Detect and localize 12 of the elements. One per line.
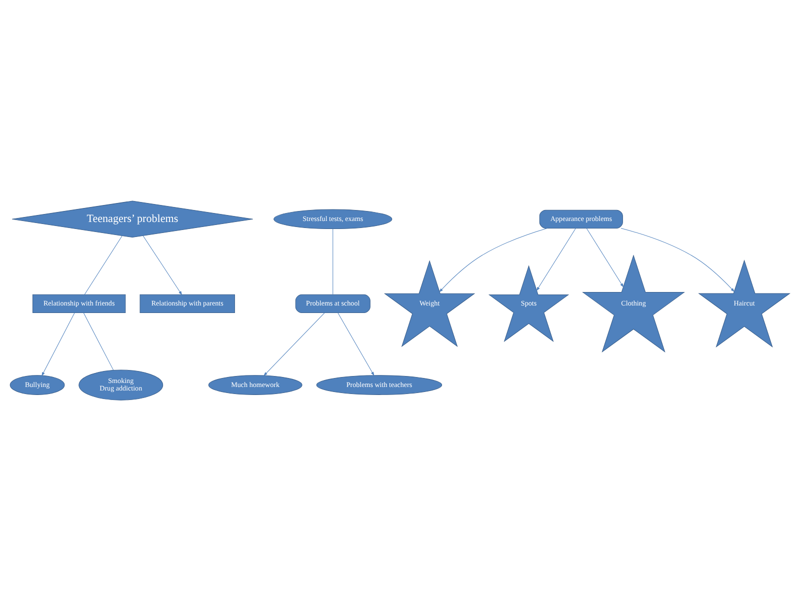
arrow [439, 227, 548, 292]
arrow [620, 227, 735, 292]
arrow [338, 312, 374, 376]
arrow [142, 235, 182, 295]
connector [83, 312, 114, 370]
arrow [536, 228, 576, 291]
arrow [264, 312, 325, 376]
node-diamond: Teenagers’ problems [12, 200, 254, 238]
connector [84, 235, 122, 294]
arrow [586, 228, 624, 287]
arrow [42, 312, 75, 376]
connector [332, 228, 334, 294]
